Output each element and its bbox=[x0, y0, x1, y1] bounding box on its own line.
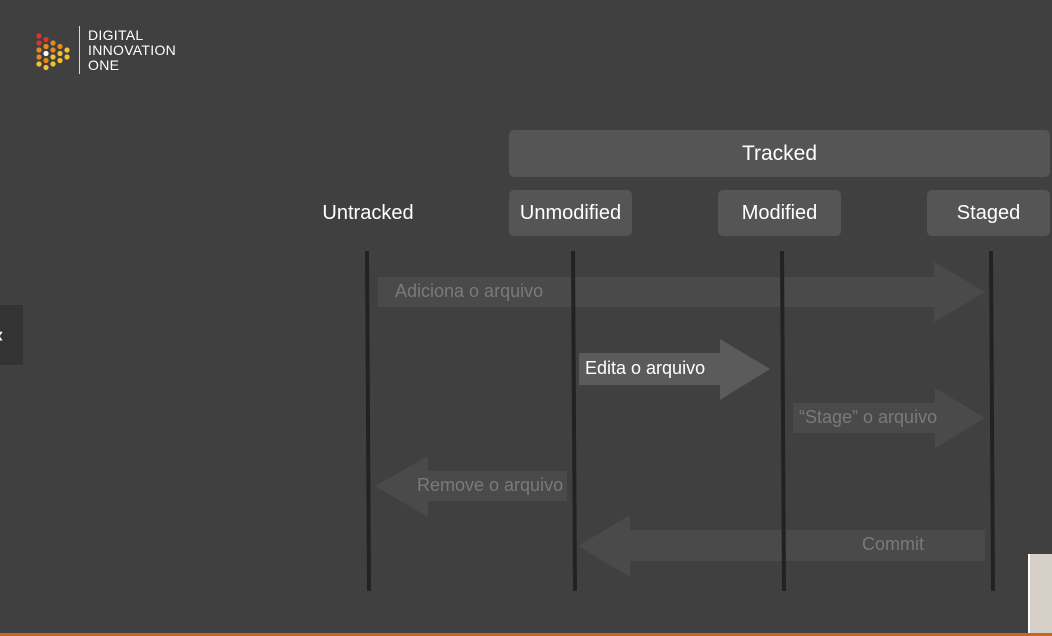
arrow-adiciona bbox=[378, 262, 985, 322]
bottom-accent-bar bbox=[0, 633, 1052, 636]
arrow-commit bbox=[578, 515, 985, 577]
logo-line-3: ONE bbox=[88, 57, 120, 73]
tracked-group-header: Tracked bbox=[509, 130, 1050, 177]
arrow-edita bbox=[579, 339, 770, 400]
label-stage: “Stage” o arquivo bbox=[799, 407, 938, 427]
lifeline-modified bbox=[780, 250, 786, 592]
label-remove: Remove o arquivo bbox=[417, 475, 564, 495]
lifeline-staged bbox=[989, 250, 995, 592]
lifeline-unmodified bbox=[571, 250, 577, 592]
presenter-thumbnail bbox=[1028, 554, 1052, 636]
label-adiciona: Adiciona o arquivo bbox=[395, 281, 544, 301]
logo-line-2: INNOVATION bbox=[88, 42, 177, 58]
state-untracked: Untracked bbox=[322, 201, 414, 224]
state-staged: Staged bbox=[927, 190, 1050, 236]
brand-logo: DIGITAL INNOVATION ONE bbox=[34, 26, 194, 78]
chevron-left-icon: ‹ bbox=[0, 322, 3, 348]
arrow-stage bbox=[793, 388, 985, 448]
state-modified: Modified bbox=[718, 190, 841, 236]
back-button[interactable]: ‹ bbox=[0, 305, 23, 365]
lifeline-untracked bbox=[365, 250, 371, 592]
logo-icon bbox=[36, 33, 70, 71]
logo-line-1: DIGITAL bbox=[88, 27, 144, 43]
logo-wordmark: DIGITAL INNOVATION ONE bbox=[88, 28, 176, 73]
arrow-remove bbox=[375, 456, 567, 517]
label-edita: Edita o arquivo bbox=[585, 358, 706, 378]
state-unmodified: Unmodified bbox=[509, 190, 632, 236]
logo-divider bbox=[79, 26, 80, 74]
label-commit: Commit bbox=[862, 534, 924, 554]
